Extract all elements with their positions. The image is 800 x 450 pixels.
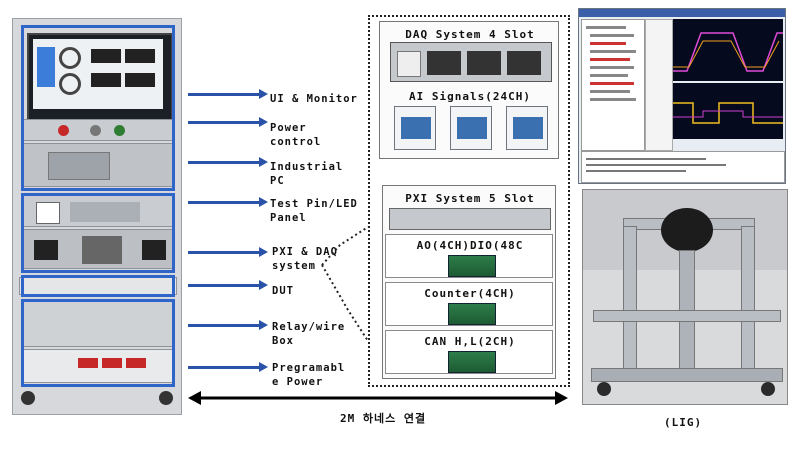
fixture-caption: (LIG)	[664, 416, 703, 429]
screenshot-tree-panel	[581, 19, 645, 151]
highlight-box-middle	[21, 193, 175, 273]
pxi-system-title: PXI System 5 Slot	[405, 192, 535, 205]
monitor	[27, 33, 173, 121]
fixture-wheel-right	[761, 382, 775, 396]
relay-wire-box	[21, 301, 175, 347]
system-detail-box: DAQ System 4 Slot AI Signals(24CH) PXI S…	[368, 15, 570, 387]
fixture-bar-middle	[593, 310, 781, 322]
arrow-programmable-power	[188, 362, 268, 372]
ai-module-1	[394, 106, 436, 150]
monitor-screen	[33, 39, 163, 109]
fixture-post-right	[741, 226, 755, 378]
power-control-panel	[21, 119, 175, 141]
daq-system-group: DAQ System 4 Slot AI Signals(24CH)	[379, 21, 559, 159]
test-pin-panel	[21, 195, 175, 227]
daq-chassis-image	[390, 42, 552, 82]
ai-module-2	[450, 106, 492, 150]
arrow-industrial-pc	[188, 157, 268, 167]
arrow-pxi-daq	[188, 247, 268, 257]
software-screenshot	[578, 8, 786, 184]
screenshot-waveform-bottom	[673, 83, 783, 139]
pxi-card-image-2	[448, 303, 496, 325]
highlight-box-dut	[21, 275, 175, 297]
pxi-module-label-1: AO(4CH)DIO(48C	[416, 239, 524, 252]
daq-system-title: DAQ System 4 Slot	[405, 28, 535, 41]
ai-signals-label: AI Signals(24CH)	[409, 90, 531, 103]
pxi-daq-unit	[21, 229, 175, 269]
rack-wheel-left	[21, 391, 35, 405]
arrow-test-pin	[188, 197, 268, 207]
harness-double-arrow	[188, 391, 568, 405]
pxi-card-image-3	[448, 351, 496, 373]
fixture-rotor	[661, 208, 713, 252]
pxi-module-row-3: CAN H,L(2CH)	[385, 330, 553, 374]
pxi-module-label-3: CAN H,L(2CH)	[424, 335, 516, 348]
lig-fixture-photo	[582, 189, 788, 405]
label-industrial-pc: Industrial PC	[270, 161, 344, 187]
pxi-card-image-1	[448, 255, 496, 277]
rack-wheel-right	[159, 391, 173, 405]
label-dut: DUT	[272, 285, 294, 297]
screenshot-side-panel	[645, 19, 673, 151]
fixture-wheel-left	[597, 382, 611, 396]
fixture-post-left	[623, 226, 637, 378]
screenshot-titlebar	[579, 9, 785, 17]
screenshot-waveform-top	[673, 19, 783, 81]
screenshot-log-panel	[581, 151, 785, 183]
arrow-power-control	[188, 117, 268, 127]
pxi-module-row-1: AO(4CH)DIO(48C	[385, 234, 553, 278]
label-power-control: Power control	[270, 122, 322, 148]
pxi-chassis-image	[389, 208, 551, 230]
test-rack-image	[12, 18, 182, 415]
programmable-power-unit	[21, 349, 175, 383]
label-test-pin: Test Pin/LED Panel	[270, 198, 358, 224]
highlight-box-lower	[21, 299, 175, 387]
harness-label: 2M 하네스 연결	[340, 412, 427, 425]
label-programmable-power: Pregramabl e Power	[272, 362, 346, 388]
fixture-base	[591, 368, 783, 382]
label-relay-box: Relay/wire Box	[272, 321, 346, 347]
pxi-module-label-2: Counter(4CH)	[424, 287, 516, 300]
arrow-ui-monitor	[188, 89, 268, 99]
industrial-pc-unit	[21, 143, 175, 187]
arrow-relay-box	[188, 320, 268, 330]
pxi-module-row-2: Counter(4CH)	[385, 282, 553, 326]
arrow-dut	[188, 280, 268, 290]
label-pxi-daq: PXI & DAQ system	[272, 246, 338, 272]
ai-module-3	[506, 106, 548, 150]
label-ui-monitor: UI & Monitor	[270, 93, 358, 105]
pxi-system-group: PXI System 5 Slot AO(4CH)DIO(48C Counter…	[382, 185, 556, 379]
highlight-box-upper	[21, 25, 175, 191]
pxi-connector-line	[321, 226, 369, 342]
